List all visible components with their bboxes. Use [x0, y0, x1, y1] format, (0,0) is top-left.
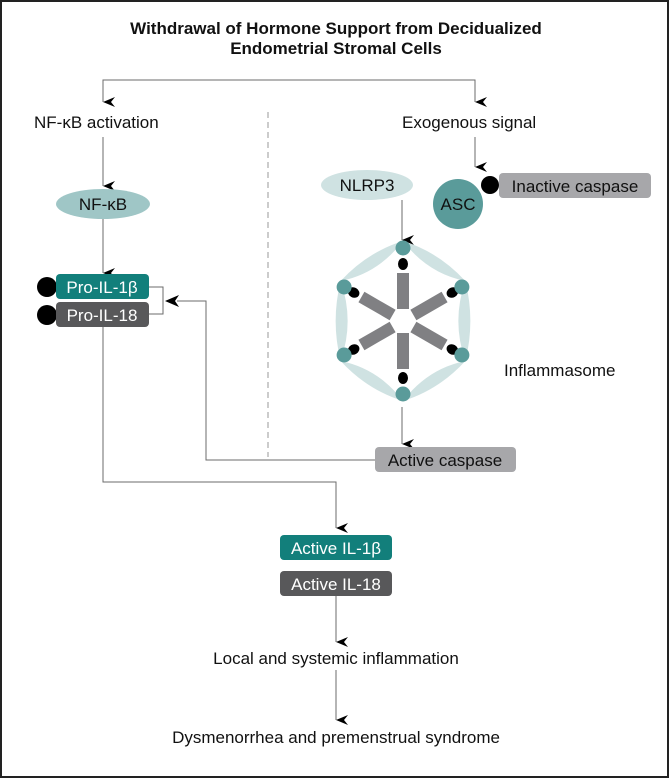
- caspase-card-circle: [454, 279, 470, 295]
- pro-il18-label: Pro-IL-18: [67, 306, 138, 325]
- nlrp3-spoke-bar: [410, 291, 448, 321]
- active-caspase-label: Active caspase: [388, 451, 502, 470]
- active-caspase-box: Active caspase: [375, 447, 516, 472]
- nfkb-label: NF-κB: [79, 195, 127, 214]
- pro-il18-box: Pro-IL-18: [56, 302, 149, 327]
- active-il1b-label: Active IL-1β: [291, 539, 381, 558]
- caspase-card-circle: [454, 347, 470, 363]
- caspase-card-circle: [336, 347, 352, 363]
- local-inflammation-label: Local and systemic inflammation: [213, 649, 459, 668]
- pro-il-to-active-il-line: [102, 327, 348, 533]
- asc-caspase-link-dot: [481, 176, 499, 194]
- inactive-caspase-label: Inactive caspase: [512, 177, 639, 196]
- caspase-card-circle: [395, 386, 411, 402]
- pro-il1b-label: Pro-IL-1β: [66, 278, 137, 297]
- caspase-feedback-line: [177, 300, 375, 461]
- caspase-card-circle: [395, 240, 411, 256]
- nlrp3-node: NLRP3: [321, 170, 413, 200]
- pro-il1b-inhibit-dot: [37, 277, 57, 297]
- nlrp3-spoke-bar: [358, 291, 396, 321]
- nlrp3-spoke-bar: [397, 333, 409, 369]
- asc-node: ASC: [433, 179, 483, 229]
- feedback-arrowhead: [165, 295, 179, 307]
- pro-il18-inhibit-dot: [37, 305, 57, 325]
- active-il18-label: Active IL-18: [291, 575, 381, 594]
- inactive-caspase-box: Inactive caspase: [499, 173, 651, 198]
- active-il18-box: Active IL-18: [280, 571, 392, 596]
- nlrp3-spoke-bar: [410, 321, 448, 351]
- asc-pyd-dot: [398, 372, 408, 384]
- title-line-2: Endometrial Stromal Cells: [230, 39, 442, 58]
- nfkb-node: NF-κB: [56, 189, 150, 219]
- inflammasome-complex: [335, 240, 471, 402]
- outcome-label: Dysmenorrhea and premenstrual syndrome: [172, 728, 500, 747]
- active-il1b-box: Active IL-1β: [280, 535, 392, 560]
- split-connector: [102, 79, 487, 107]
- exogenous-signal-label: Exogenous signal: [402, 113, 536, 132]
- asc-pyd-dot: [398, 258, 408, 270]
- caspase-card-circle: [336, 279, 352, 295]
- nlrp3-spoke-bar: [397, 273, 409, 309]
- title-line-1: Withdrawal of Hormone Support from Decid…: [130, 19, 542, 38]
- pro-il1b-box: Pro-IL-1β: [56, 274, 149, 299]
- asc-label: ASC: [441, 195, 476, 214]
- nlrp3-label: NLRP3: [340, 176, 395, 195]
- nfkb-activation-label: NF-κB activation: [34, 113, 159, 132]
- nlrp3-spoke-bar: [358, 321, 396, 351]
- pro-il-bracket: [149, 286, 164, 315]
- inflammasome-label: Inflammasome: [504, 361, 615, 380]
